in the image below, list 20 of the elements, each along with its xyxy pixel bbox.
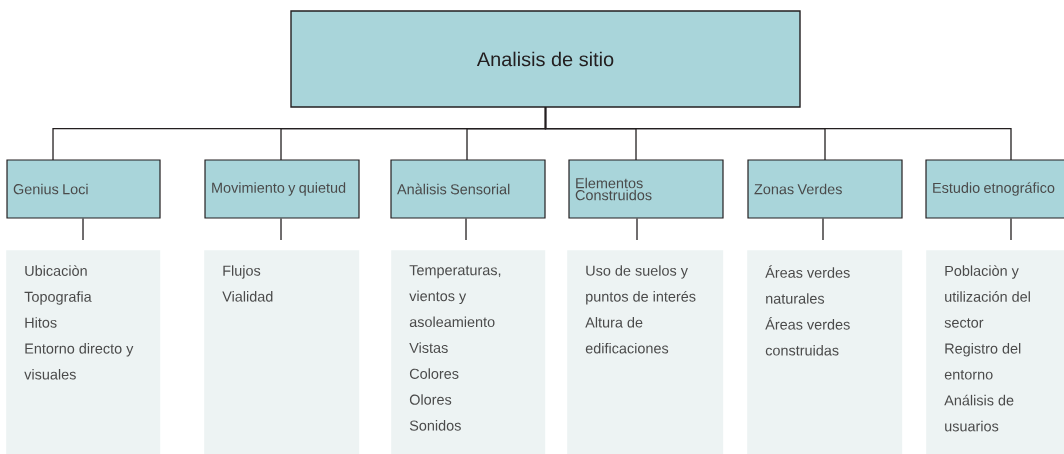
category-box: Elementos Construidos — [568, 159, 724, 219]
category-box: Estudio etnográfico — [925, 159, 1064, 219]
connector-line — [465, 217, 467, 241]
category-box: Genius Loci — [6, 159, 161, 219]
connector-line — [1010, 217, 1012, 241]
connector-line — [82, 217, 84, 241]
connector-line — [544, 107, 1012, 161]
connector-line — [822, 217, 824, 241]
item-list-panel: Flujos Vialidad — [204, 250, 360, 454]
item-list-panel: Poblaciòn y utilización del sector Registro del entorno Análisis de usuarios — [926, 250, 1064, 454]
category-box: Anàlisis Sensorial — [390, 159, 546, 219]
category-box: Zonas Verdes — [747, 159, 903, 219]
connector-line — [636, 217, 638, 241]
connector-line — [280, 217, 282, 241]
item-list-panel: Ubicaciòn Topografia Hitos Entorno directo y visuales — [6, 250, 161, 454]
title-box: Analisis de sitio — [290, 10, 801, 108]
item-list-panel: Temperaturas, vientos y asoleamiento Vistas Colores Olores Sonidos — [391, 250, 546, 454]
category-box: Movimiento y quietud — [204, 159, 360, 219]
item-list-panel: Áreas verdes naturales Áreas verdes construidas — [747, 250, 903, 454]
item-list-panel: Uso de suelos y puntos de interés Altura de edificaciones — [567, 250, 724, 454]
